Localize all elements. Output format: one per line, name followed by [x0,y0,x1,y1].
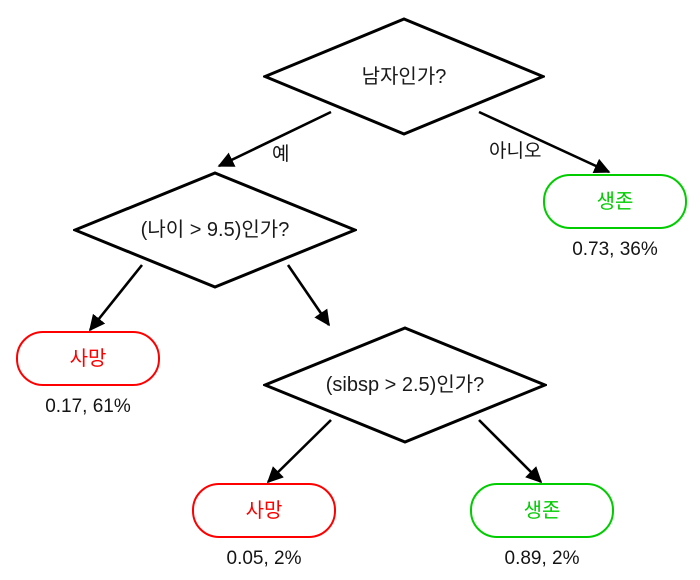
edge-label-root-yes: 예 [272,144,290,165]
decision-node-age[interactable]: (나이 > 9.5)인가? [73,171,357,289]
edge-root-no [478,110,611,174]
edge-age-left [88,264,144,332]
edge-sibsp-right [478,419,543,484]
leaf-node-died-left[interactable]: 사망 [16,331,160,386]
edge-sibsp-left [266,419,332,484]
edge-label-root-no: 아니오 [489,141,542,162]
leaf-caption-survived-bottom: 0.89, 2% [504,548,580,569]
decision-node-root[interactable]: 남자인가? [263,17,545,136]
decision-node-sibsp[interactable]: (sibsp > 2.5)인가? [263,326,547,444]
leaf-node-survived-top[interactable]: 생존 [543,174,687,229]
leaf-node-died-left-label: 사망 [69,347,107,370]
leaf-caption-survived-top: 0.73, 36% [572,239,658,260]
leaf-node-died-bottom[interactable]: 사망 [192,483,336,538]
leaf-node-survived-bottom[interactable]: 생존 [470,483,614,538]
diamond-shape [263,326,547,444]
decision-node-root-label: 남자인가? [361,65,447,88]
edge-root-yes [217,110,332,168]
leaf-caption-died-bottom: 0.05, 2% [226,548,302,569]
leaf-node-survived-bottom-label: 생존 [523,499,561,522]
leaf-node-survived-top-label: 생존 [596,190,634,213]
leaf-caption-died-left: 0.17, 61% [45,396,131,417]
decision-node-sibsp-label: (sibsp > 2.5)인가? [325,374,485,396]
edge-age-right [286,264,331,327]
leaf-node-died-bottom-label: 사망 [245,499,283,522]
diamond-shape [263,17,545,136]
decision-node-age-label: (나이 > 9.5)인가? [140,219,290,241]
diamond-shape [73,171,357,289]
